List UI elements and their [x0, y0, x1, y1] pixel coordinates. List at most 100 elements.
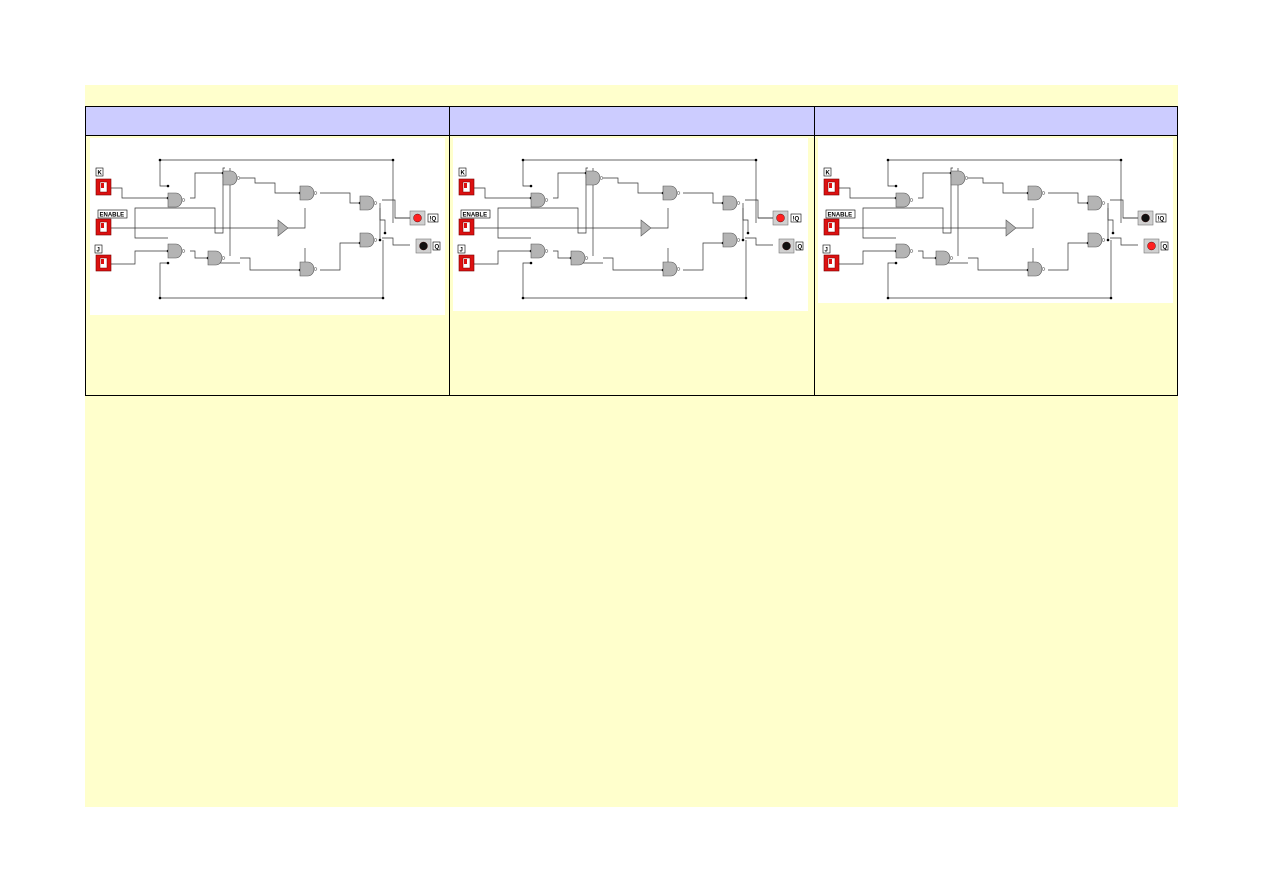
column-header-1 — [86, 107, 449, 136]
nand-gate-out-bottom — [1087, 232, 1103, 248]
nand-gate-master-bottom — [935, 250, 951, 266]
k-label-box — [95, 167, 104, 177]
wire — [887, 262, 896, 298]
wire — [838, 250, 896, 265]
wire — [603, 257, 663, 271]
wire — [473, 187, 531, 199]
wire — [553, 250, 571, 259]
wire — [918, 172, 951, 199]
inverter-bubble — [964, 176, 969, 180]
nand-gate-j — [895, 243, 911, 259]
q-label-box — [795, 241, 804, 251]
switch-knob — [101, 223, 104, 228]
nand-gate-out-bottom — [722, 232, 738, 248]
switch-knob — [464, 223, 467, 228]
junction-dot — [378, 238, 382, 242]
nand-gate-master-top — [222, 170, 238, 186]
wire — [382, 237, 410, 246]
inverter-bubble — [909, 198, 914, 202]
q-label-box — [432, 241, 441, 251]
nand-gate-slave-top — [662, 185, 678, 201]
nand-gate-k — [167, 192, 183, 208]
switch-knob — [101, 183, 104, 188]
q-led — [419, 241, 428, 251]
switch-knob — [464, 259, 467, 264]
wire — [110, 187, 168, 199]
q-led — [1147, 241, 1156, 251]
inverter-bubble — [736, 201, 741, 205]
inverter-bubble — [736, 238, 741, 242]
wire — [190, 172, 223, 199]
junction-dot — [1106, 238, 1110, 242]
junction-dot — [529, 184, 533, 188]
switch-knob — [829, 183, 832, 188]
junction-dot — [886, 158, 890, 162]
q-label-box — [1160, 241, 1169, 251]
junction-dot — [1109, 296, 1113, 300]
nand-gate-j — [530, 243, 546, 259]
junction-dot — [746, 231, 750, 235]
wire — [887, 160, 896, 187]
wire — [968, 177, 1028, 194]
inverter-bubble — [181, 249, 186, 253]
nand-gate-master-top — [950, 170, 966, 186]
nand-gate-master-bottom — [207, 250, 223, 266]
wire — [473, 250, 531, 265]
junction-dot — [521, 296, 525, 300]
enable-label-box — [97, 209, 128, 219]
enable-label: ENABLE — [463, 212, 488, 218]
enable-label: ENABLE — [828, 212, 853, 218]
inverter-bubble — [373, 238, 378, 242]
column-header-2 — [450, 107, 814, 136]
junction-dot — [744, 296, 748, 300]
junction-dot — [529, 261, 533, 265]
nand-gate-out-bottom — [359, 232, 375, 248]
junction-dot — [391, 158, 395, 162]
switch-knob — [464, 183, 467, 188]
inverter-gate — [640, 219, 652, 237]
notq-label: !Q — [430, 216, 437, 222]
wire — [190, 250, 208, 259]
switch-knob — [101, 259, 104, 264]
wire — [1048, 242, 1088, 271]
wire — [1110, 199, 1138, 219]
wire — [683, 192, 723, 204]
wire — [968, 257, 1028, 271]
nand-gate-out-top — [359, 195, 375, 211]
wire — [745, 199, 773, 219]
wire — [745, 237, 773, 246]
nand-gate-k — [895, 192, 911, 208]
k-label: K — [98, 170, 103, 176]
inverter-bubble — [1101, 238, 1106, 242]
k-label: K — [461, 170, 466, 176]
wire — [159, 262, 168, 298]
wire — [1107, 203, 1114, 233]
wire — [240, 177, 300, 194]
j-label: J — [825, 247, 828, 253]
wire — [1110, 237, 1138, 246]
junction-dot — [1119, 158, 1123, 162]
inverter-bubble — [181, 198, 186, 202]
wire — [522, 262, 531, 298]
notq-led — [1141, 213, 1150, 223]
notq-label-box — [427, 213, 439, 223]
wire — [159, 160, 168, 187]
k-label: K — [826, 170, 831, 176]
junction-dot — [166, 261, 170, 265]
wire — [603, 177, 663, 194]
wire — [742, 203, 749, 233]
column-header-3 — [815, 107, 1177, 136]
wire — [1013, 208, 1034, 229]
switch-knob — [829, 223, 832, 228]
inverter-gate — [277, 219, 289, 237]
wire — [918, 250, 936, 259]
switch-knob — [829, 259, 832, 264]
inverter-bubble — [1041, 191, 1046, 195]
